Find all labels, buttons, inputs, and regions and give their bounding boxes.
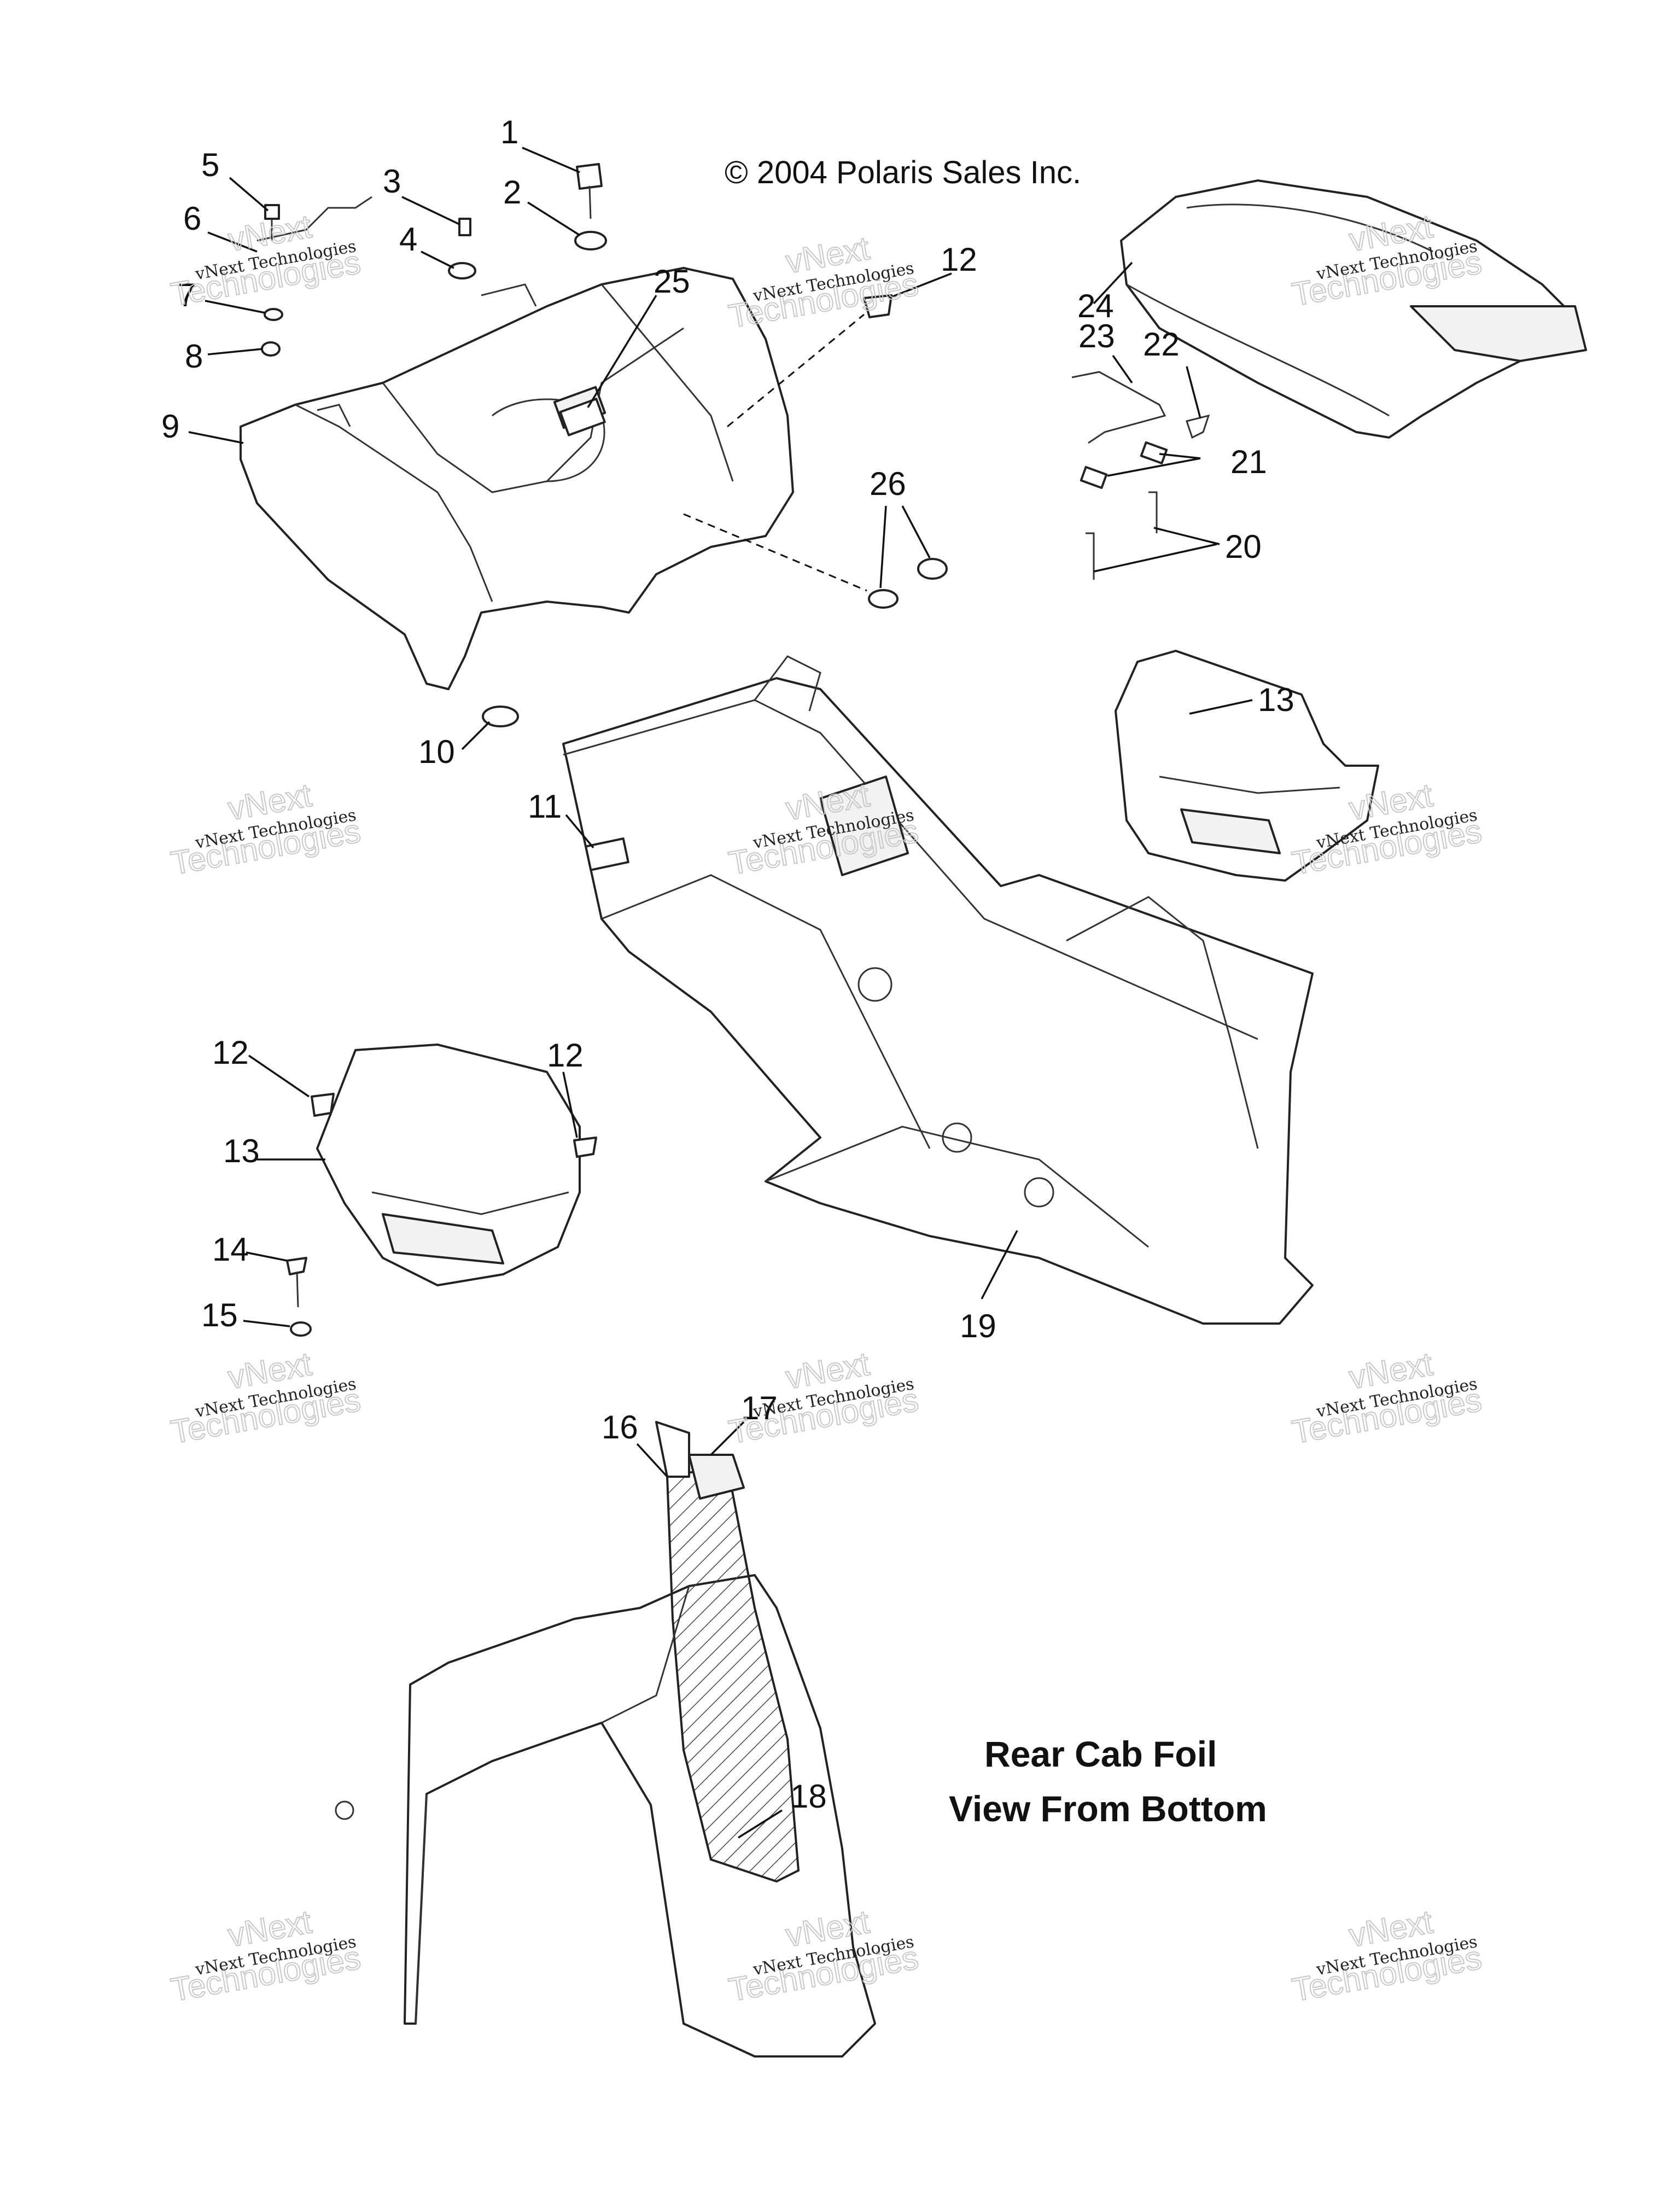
watermark: vNext Technologies vNext Technologies	[168, 776, 364, 882]
callout-22: 22	[1143, 326, 1180, 363]
callout-9: 9	[161, 408, 179, 445]
callout-1: 1	[500, 114, 518, 150]
callout-13-right: 13	[1258, 681, 1294, 718]
watermark: vNext Technologies vNext Technologies	[726, 229, 922, 335]
callout-14: 14	[212, 1231, 249, 1268]
copyright-notice: © 2004 Polaris Sales Inc.	[725, 155, 1081, 190]
callout-8: 8	[185, 338, 203, 375]
callout-6: 6	[183, 200, 201, 237]
callout-12-left: 12	[212, 1034, 249, 1071]
watermark: vNext Technologies vNext Technologies	[168, 1903, 364, 2009]
callout-7: 7	[178, 277, 196, 313]
callout-11: 11	[528, 788, 562, 825]
callout-25: 25	[654, 263, 690, 300]
callout-18: 18	[790, 1778, 827, 1815]
callout-5: 5	[201, 147, 219, 183]
view-title-line2: View From Bottom	[949, 1788, 1267, 1829]
callout-17: 17	[741, 1390, 778, 1426]
callout-12-top: 12	[941, 241, 977, 278]
callout-21: 21	[1230, 444, 1267, 480]
callout-12-mid: 12	[547, 1037, 584, 1074]
leader-lines	[188, 147, 1253, 1839]
callout-15: 15	[201, 1297, 238, 1333]
callout-2: 2	[503, 174, 521, 211]
frame	[562, 655, 1314, 1325]
callout-labels: 1 2 3 4 5 6 7 8 9 10 11 12 12 12 13 13 1…	[161, 114, 1294, 1815]
watermark: vNext Technologies vNext Technologies	[168, 1345, 364, 1451]
callout-24: 24	[1077, 288, 1114, 324]
watermark: vNext Technologies vNext Technologies	[168, 207, 364, 313]
footwell-right	[1115, 650, 1379, 882]
callout-26: 26	[870, 465, 906, 502]
callout-20: 20	[1225, 528, 1262, 565]
watermark: vNext Technologies vNext Technologies	[1289, 1345, 1485, 1451]
callout-23: 23	[1078, 318, 1115, 354]
callout-10: 10	[418, 733, 455, 770]
callout-13-left: 13	[223, 1133, 260, 1169]
callout-4: 4	[399, 221, 417, 258]
seat	[1120, 179, 1587, 439]
callout-19: 19	[960, 1308, 996, 1344]
hardware	[256, 163, 1210, 1337]
view-title-line1: Rear Cab Foil	[984, 1734, 1217, 1774]
callout-3: 3	[383, 163, 401, 200]
rear-cab	[240, 267, 794, 690]
footwell-left	[316, 1044, 581, 1286]
bottom-view	[335, 1421, 876, 2058]
callout-16: 16	[602, 1409, 638, 1446]
watermark: vNext Technologies vNext Technologies	[1289, 1903, 1485, 2009]
